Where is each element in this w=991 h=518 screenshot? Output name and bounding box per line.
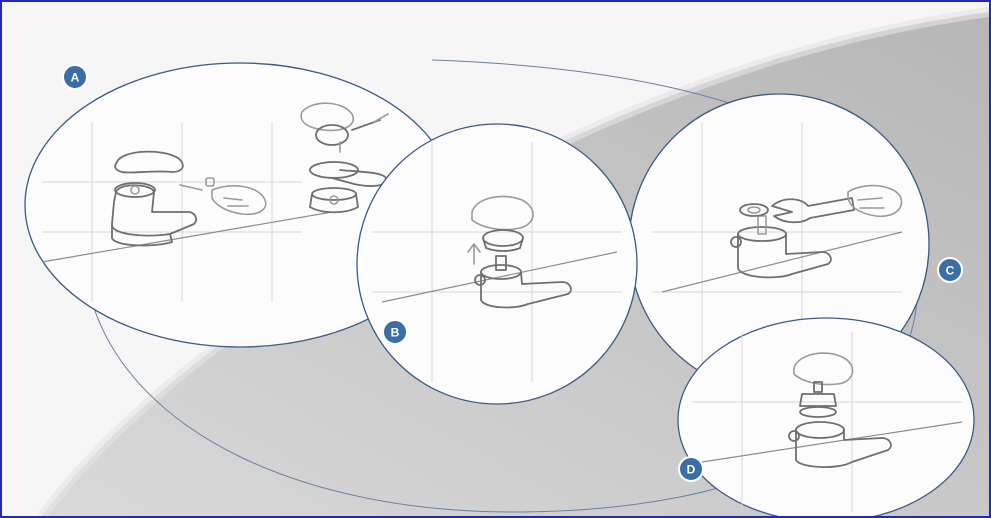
- step-a-label: A: [71, 71, 80, 85]
- step-d-label: D: [687, 463, 696, 477]
- step-c-badge: C: [938, 258, 962, 282]
- step-b-badge: B: [383, 320, 407, 344]
- step-d-badge: D: [679, 457, 703, 481]
- step-d-panel: D: [678, 318, 974, 516]
- step-b-panel: B: [357, 124, 637, 404]
- step-c-label: C: [946, 264, 955, 278]
- step-b-label: B: [391, 326, 400, 340]
- step-a-badge: A: [63, 65, 87, 89]
